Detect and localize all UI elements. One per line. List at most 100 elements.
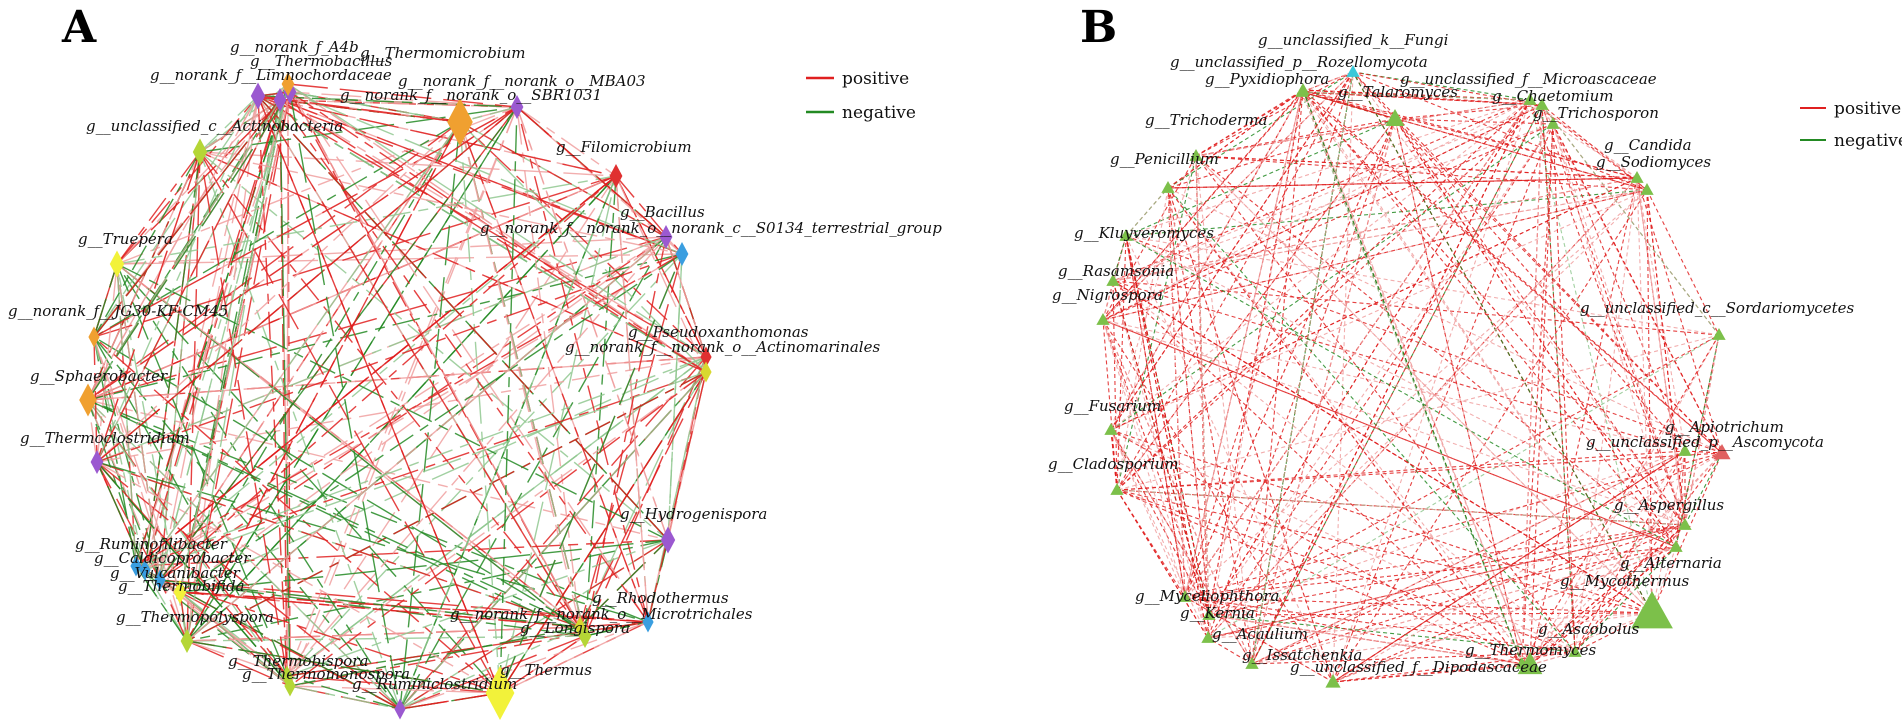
- edge-positive: [579, 621, 649, 628]
- edge-positive: [1116, 489, 1209, 639]
- edge-positive: [1552, 123, 1686, 526]
- edge-negative: [584, 175, 617, 637]
- edge-positive: [1574, 452, 1723, 653]
- edge-positive: [1110, 89, 1304, 431]
- edge-positive: [1102, 91, 1303, 321]
- node-g-mycothermus: [1631, 591, 1673, 629]
- edge-positive: [1116, 489, 1686, 526]
- edge-positive: [516, 106, 649, 623]
- edge-positive: [1208, 123, 1554, 616]
- edge-negative: [87, 399, 161, 581]
- edge-positive: [1208, 99, 1531, 616]
- edge-negative: [186, 635, 586, 642]
- panel-a-letter: A: [61, 2, 97, 53]
- edge-positive: [179, 91, 291, 593]
- edge-positive: [1251, 524, 1686, 665]
- edge-positive: [1110, 155, 1197, 431]
- edge-negative: [87, 399, 586, 637]
- edge-negative: [667, 253, 683, 541]
- edge-positive: [1394, 118, 1686, 526]
- edge-positive: [1529, 99, 1648, 191]
- edge-positive: [159, 151, 201, 581]
- edge-positive: [1116, 99, 1531, 491]
- edge-positive: [1574, 524, 1686, 653]
- edge-positive: [279, 99, 707, 358]
- node-g-cladosporium: [1110, 483, 1124, 495]
- panel-a-nodes: [79, 72, 712, 720]
- edge-positive: [116, 91, 291, 265]
- edge-positive: [1332, 651, 1576, 683]
- edge-negative: [1541, 104, 1720, 336]
- edge-negative: [286, 356, 707, 677]
- edge-positive: [93, 99, 281, 338]
- edge-negative: [144, 371, 707, 571]
- edge-negative: [459, 121, 586, 637]
- edge-positive: [93, 336, 501, 694]
- node-g-caldicoprobacter: [130, 555, 142, 577]
- node-label: g__Myceliophthora: [1135, 587, 1279, 605]
- node-g-kluyveromyces: [1119, 229, 1133, 241]
- edge-positive: [1195, 155, 1253, 665]
- edge-positive: [279, 99, 707, 373]
- node-g-norank-f-norank-o-mba03: [510, 95, 524, 119]
- edge-positive: [399, 635, 586, 710]
- node-label: g__Thermomonospora: [242, 665, 410, 683]
- edge-positive: [286, 371, 707, 677]
- edge-positive: [186, 640, 288, 677]
- edge-positive: [1184, 91, 1303, 598]
- edge-positive: [1394, 118, 1554, 125]
- edge-positive: [1195, 99, 1531, 157]
- node-label: g__Bacillus: [620, 203, 705, 221]
- edge-positive: [1332, 546, 1677, 683]
- edge-negative: [87, 399, 401, 710]
- edge-positive: [1251, 612, 1653, 665]
- edge-positive: [1116, 489, 1576, 653]
- edge-negative: [179, 356, 707, 593]
- edge-positive: [1684, 450, 1723, 454]
- edge-negative: [93, 336, 161, 581]
- edge-negative: [199, 95, 259, 153]
- edge-positive: [116, 151, 201, 265]
- edge-positive: [1184, 118, 1396, 598]
- edge-negative: [1301, 91, 1531, 101]
- edge-positive: [289, 91, 461, 123]
- edge-positive: [93, 106, 518, 338]
- panel-b-edges: [1102, 71, 1723, 683]
- edge-positive: [1394, 118, 1677, 548]
- node-label: g__Candida: [1604, 136, 1692, 154]
- edge-positive: [286, 83, 289, 677]
- node-label: g__Ruminiclostridium: [352, 675, 517, 693]
- node-label: g__norank_f__Limnochordaceae: [150, 66, 392, 84]
- edge-positive: [1651, 452, 1723, 614]
- edge-positive: [516, 106, 581, 628]
- edge-negative: [584, 621, 649, 637]
- edge-negative: [93, 95, 259, 338]
- edge-positive: [1112, 99, 1531, 282]
- edge-positive: [96, 253, 683, 463]
- panel-b-legend: positive negative: [1800, 99, 1902, 151]
- node-label: g__Longispora: [520, 619, 630, 637]
- edge-positive: [96, 121, 461, 463]
- node-label: g__Kluyveromyces: [1074, 224, 1214, 242]
- edge-positive: [96, 99, 281, 463]
- edge-positive: [87, 106, 518, 401]
- edge-positive: [1184, 596, 1576, 653]
- node-g-trichoderma: [1189, 149, 1203, 161]
- node-g-unclassified-k-fungi: [1346, 65, 1360, 77]
- edge-negative: [1208, 614, 1576, 653]
- edge-positive: [96, 356, 707, 463]
- edge-positive: [93, 336, 181, 593]
- edge-positive: [1112, 280, 1210, 616]
- edge-positive: [159, 579, 501, 694]
- node-g-longispora: [578, 624, 592, 648]
- edge-positive: [87, 151, 201, 401]
- edge-positive: [1116, 450, 1686, 491]
- edge-positive: [1529, 651, 1576, 666]
- edge-negative: [96, 461, 146, 571]
- edge-positive: [1112, 177, 1638, 282]
- edge-positive: [1552, 123, 1677, 548]
- edge-negative: [289, 91, 401, 710]
- panel-b-letter: B: [1080, 2, 1117, 53]
- node-label: g__Ruminofilibacter: [75, 535, 228, 553]
- edge-positive: [499, 371, 707, 694]
